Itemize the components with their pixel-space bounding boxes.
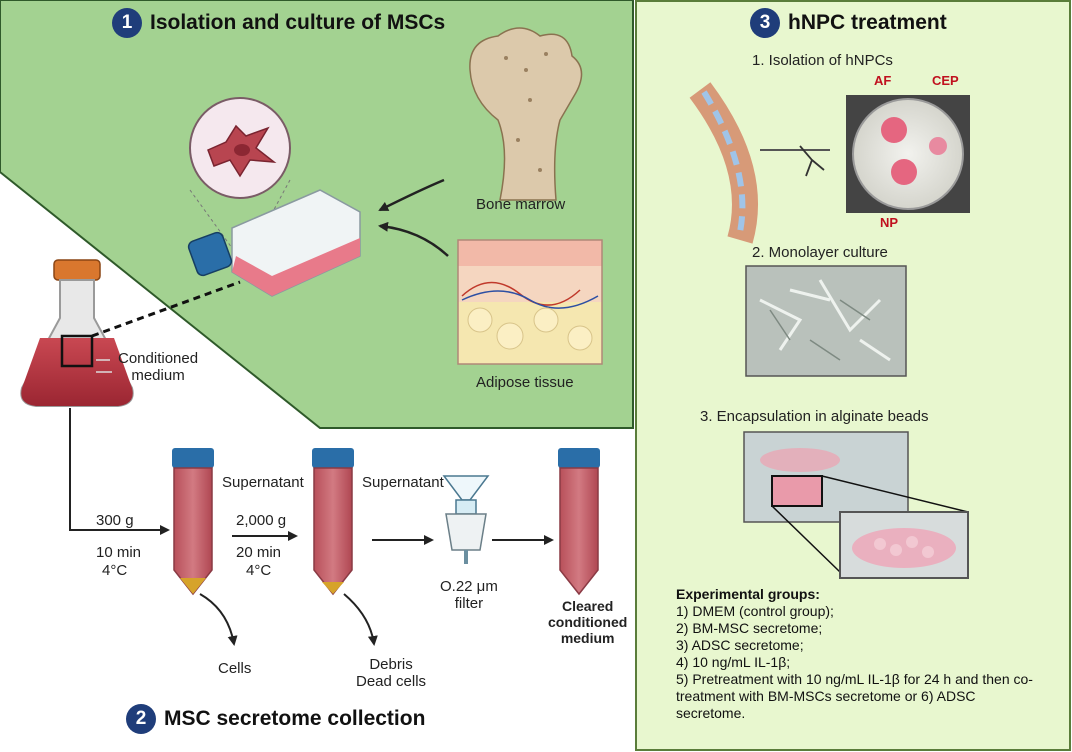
adipose-tissue-label: Adipose tissue <box>476 374 574 391</box>
spin2-temp: 4°C <box>246 562 272 579</box>
groups-title: Experimental groups: <box>676 586 820 602</box>
adipose-tissue-illustration <box>457 239 603 365</box>
centrifuge-tube-2 <box>312 448 354 596</box>
culture-flask <box>187 189 361 297</box>
panel3-badge: 3 <box>750 8 780 38</box>
spin1-time: 10 min <box>96 544 142 561</box>
group-item: 5) Pretreatment with 10 ng/mL IL-1β for … <box>676 671 1033 721</box>
spin2-speed: 2,000 g <box>236 512 287 529</box>
cells-label: Cells <box>218 660 252 677</box>
monolayer-culture-photo <box>745 265 907 377</box>
conditioned-medium-label: Conditioned medium <box>118 350 199 385</box>
panel3-header: 3 hNPC treatment <box>750 8 947 38</box>
spin2-time: 20 min <box>236 544 282 561</box>
panel2-header: 2 MSC secretome collection <box>126 704 425 734</box>
arrow-to-debris <box>343 593 378 646</box>
arrow-adipose-to-flask <box>378 221 449 257</box>
petri-dish-tissues <box>846 95 970 213</box>
centrifuge-tube-3 <box>558 448 600 596</box>
bone-marrow-label: Bone marrow <box>476 196 566 213</box>
panel2-title: MSC secretome collection <box>164 707 426 730</box>
step1-label: 1. Isolation of hNPCs <box>752 52 893 69</box>
cep-label: CEP <box>932 73 959 88</box>
group-item: 2) BM-MSC secretome; <box>676 620 823 636</box>
zoom-dashed-line <box>91 280 241 338</box>
group-item: 3) ADSC secretome; <box>676 637 804 653</box>
conditioned-medium-flask <box>20 259 134 407</box>
group-item: 1) DMEM (control group); <box>676 603 834 619</box>
panel3-title: hNPC treatment <box>788 11 947 34</box>
panel1-title: Isolation and culture of MSCs <box>150 11 446 34</box>
panel1-header: 1 Isolation and culture of MSCs <box>112 8 445 38</box>
bone-illustration <box>469 27 583 201</box>
syringe-filter <box>442 475 490 564</box>
filter-label: O.22 μm filter <box>440 578 498 613</box>
arrow-to-cells <box>199 593 238 646</box>
spin1-temp: 4°C <box>102 562 128 579</box>
spin1-speed: 300 g <box>96 512 134 529</box>
arrow-bone-to-flask <box>378 178 445 212</box>
np-label: NP <box>880 215 899 230</box>
step2-label: 2. Monolayer culture <box>752 244 888 261</box>
supernatant2-label: Supernatant <box>362 474 444 491</box>
experimental-groups: Experimental groups: 1) DMEM (control gr… <box>676 586 1036 722</box>
group-item: 4) 10 ng/mL IL-1β; <box>676 654 791 670</box>
spine-illustration <box>689 82 830 244</box>
panel1-badge: 1 <box>112 8 142 38</box>
msc-cell-magnifier <box>189 97 291 251</box>
supernatant1-label: Supernatant <box>222 474 304 491</box>
alginate-beads-photo <box>743 431 969 579</box>
step3-label: 3. Encapsulation in alginate beads <box>700 408 929 425</box>
centrifuge-tube-1 <box>172 448 214 596</box>
debris-label: Debris Dead cells <box>356 656 427 691</box>
cleared-medium-label: Cleared conditioned medium <box>548 598 628 647</box>
panel2-badge: 2 <box>126 704 156 734</box>
arrow-flask-to-tube1 <box>69 408 170 535</box>
af-label: AF <box>874 73 892 88</box>
